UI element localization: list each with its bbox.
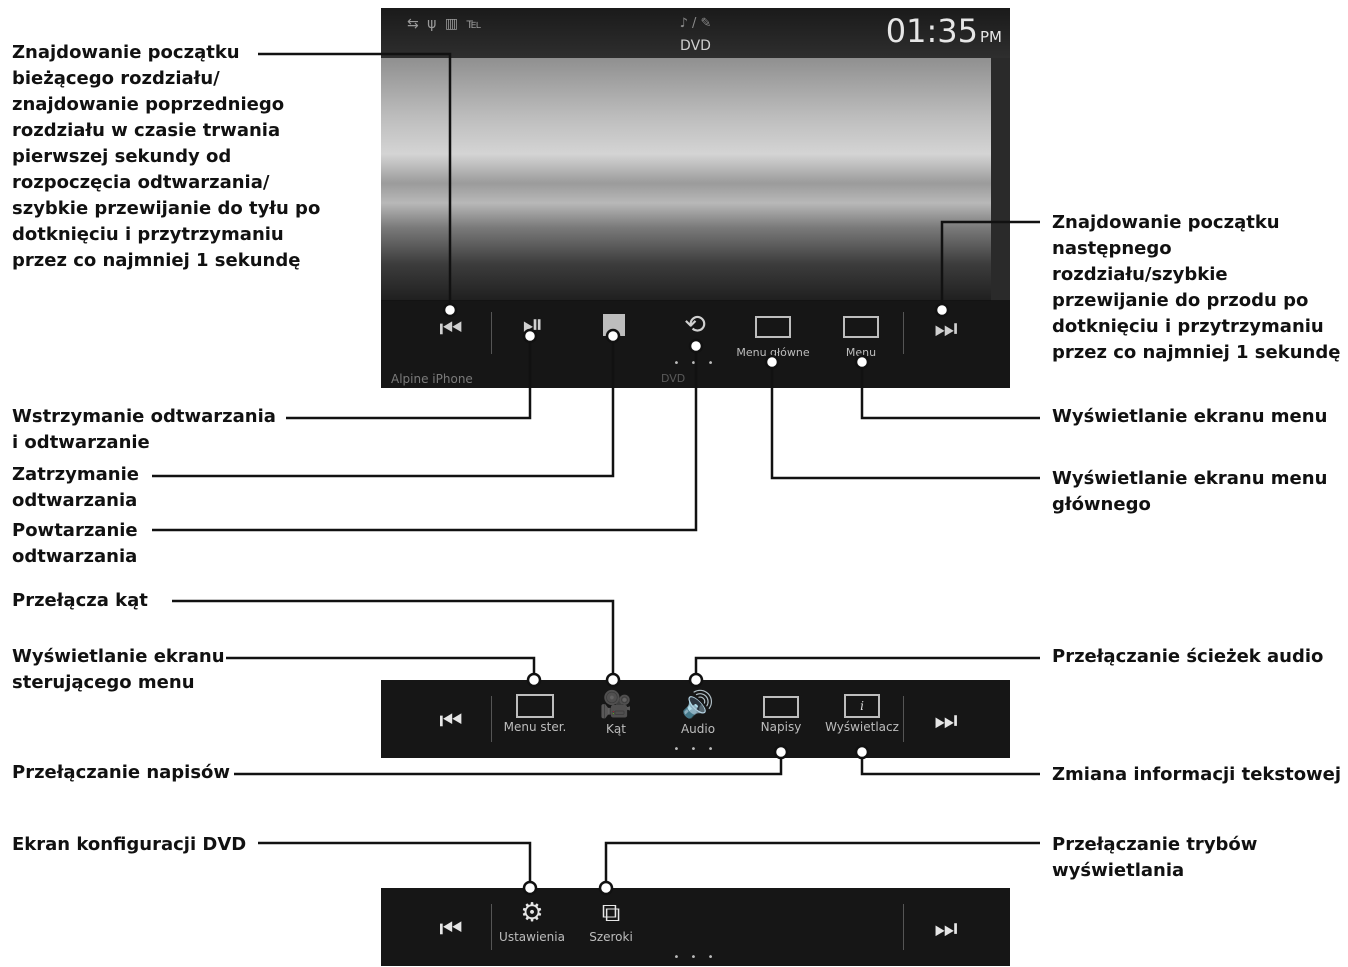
- label-prev-chapter: Znajdowanie początku bieżącego rozdziału…: [12, 42, 321, 271]
- repeat-button[interactable]: ⟲: [677, 310, 713, 340]
- divider: [903, 904, 904, 950]
- page-dots: • • •: [673, 358, 718, 369]
- playback-controls: ⏮ ⏯ ⟲ Menu główne Menu ⏭ • • • Alpine iP…: [381, 300, 1010, 388]
- label-angle: Przełącza kąt: [12, 590, 148, 611]
- page-dots: • • •: [673, 744, 718, 755]
- info-icon: i: [844, 694, 880, 718]
- play-pause-icon: ⏯: [522, 310, 544, 340]
- next-chapter-button[interactable]: ⏭: [926, 314, 966, 344]
- main-menu-button[interactable]: Menu główne: [731, 316, 815, 359]
- label-subtitles: Przełączanie napisów: [12, 762, 231, 783]
- status-icons: ⇆ ψ ▥ ℡: [407, 16, 484, 32]
- divider: [491, 312, 492, 354]
- menu-icon: [843, 316, 879, 338]
- screen-mode-icon: ⧉: [601, 898, 621, 928]
- subtitles-icon: [763, 696, 799, 718]
- menu-button[interactable]: Menu: [836, 316, 886, 359]
- footer-source: DVD: [661, 372, 686, 385]
- skip-forward-icon: ⏭: [934, 914, 958, 944]
- audio-button[interactable]: 🔊 Audio: [668, 690, 728, 736]
- skip-forward-icon: ⏭: [934, 314, 958, 344]
- control-menu-button[interactable]: Menu ster.: [503, 694, 567, 734]
- label-next-chapter: Znajdowanie początku następnego rozdział…: [1052, 212, 1341, 363]
- settings-button[interactable]: ⚙ Ustawienia: [497, 898, 567, 944]
- skip-forward-icon: ⏭: [934, 706, 958, 736]
- volume-indicator: ♪ / ✎: [679, 16, 712, 31]
- control-bar-page-3: ⏮ ⚙ Ustawienia ⧉ Szeroki ⏭ • • •: [381, 888, 1010, 966]
- repeat-icon: ⟲: [684, 310, 706, 340]
- divider: [903, 696, 904, 742]
- angle-button[interactable]: 🎥 Kąt: [586, 690, 646, 736]
- divider: [491, 904, 492, 950]
- play-pause-button[interactable]: ⏯: [513, 310, 553, 340]
- main-menu-icon: [755, 316, 791, 338]
- skip-back-icon: ⏮: [439, 706, 463, 736]
- label-display-modes: Przełączanie trybów wyświetlania: [1052, 834, 1258, 881]
- label-control-menu: Wyświetlanie ekranu sterującego menu: [12, 646, 225, 693]
- subtitles-button[interactable]: Napisy: [753, 696, 809, 734]
- prev-chapter-button[interactable]: ⏮: [431, 914, 471, 944]
- stop-button[interactable]: [603, 314, 625, 336]
- gear-icon: ⚙: [520, 898, 544, 928]
- divider: [491, 696, 492, 742]
- control-bar-page-2: ⏮ Menu ster. 🎥 Kąt 🔊 Audio Napisy i Wyśw…: [381, 680, 1010, 758]
- skip-back-icon: ⏮: [439, 314, 463, 344]
- skip-back-icon: ⏮: [439, 914, 463, 944]
- divider: [903, 312, 904, 354]
- control-menu-icon: [516, 694, 554, 718]
- label-audio-tracks: Przełączanie ścieżek audio: [1052, 646, 1324, 667]
- source-label: DVD: [680, 38, 711, 54]
- camera-icon: 🎥: [599, 690, 633, 720]
- video-frame: [381, 56, 991, 301]
- label-menu-screen: Wyświetlanie ekranu menu: [1052, 406, 1328, 427]
- page-dots: • • •: [673, 952, 718, 963]
- device-name: Alpine iPhone: [391, 372, 473, 386]
- display-info-button[interactable]: i Wyświetlacz: [821, 694, 903, 734]
- label-dvd-config: Ekran konfiguracji DVD: [12, 834, 247, 855]
- wide-button[interactable]: ⧉ Szeroki: [581, 898, 641, 944]
- label-pause-play: Wstrzymanie odtwarzania i odtwarzanie: [12, 406, 276, 453]
- next-chapter-button[interactable]: ⏭: [926, 914, 966, 944]
- prev-chapter-button[interactable]: ⏮: [431, 314, 471, 344]
- speaker-icon: 🔊: [681, 690, 715, 720]
- prev-chapter-button[interactable]: ⏮: [431, 706, 471, 736]
- label-text-info: Zmiana informacji tekstowej: [1052, 764, 1342, 785]
- label-repeat: Powtarzanie odtwarzania: [12, 520, 138, 567]
- label-stop: Zatrzymanie odtwarzania: [12, 464, 139, 511]
- label-main-menu-screen: Wyświetlanie ekranu menu głównego: [1052, 468, 1328, 515]
- next-chapter-button[interactable]: ⏭: [926, 706, 966, 736]
